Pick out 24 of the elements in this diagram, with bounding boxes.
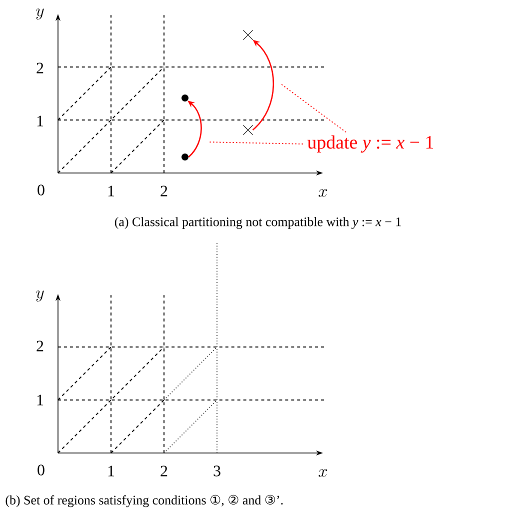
tick-label: 1 [37,116,44,126]
point-marker [182,94,188,102]
tick-label: 3 [214,466,220,476]
axis-label: $y$ [36,290,44,302]
axis-label: $x$ [318,189,328,197]
axis-label: $x$ [318,469,328,477]
tick-label: 2 [160,186,168,196]
tick-label: 0 [38,464,44,476]
tick-label: 2 [160,466,168,476]
tick-label: 2 [36,62,44,74]
leader-line [280,84,346,133]
cross-marker [242,124,254,136]
point-marker [182,154,188,160]
leader-line [208,142,304,144]
tick-label: 1 [108,186,114,196]
tick-label: 1 [108,466,114,476]
cross-marker [242,30,254,40]
caption: (b) Set of regions satisfying conditions ①, ② and ③’. [6,494,283,508]
tick-label: 1 [37,394,44,406]
annotation-label: update y := x − 1 [307,135,434,153]
axis-label: $y$ [36,8,44,20]
tick-label: 0 [38,184,44,196]
caption: (a) Classical partitioning not compatible with y := x − 1 [114,217,401,229]
tick-label: 2 [36,340,44,352]
